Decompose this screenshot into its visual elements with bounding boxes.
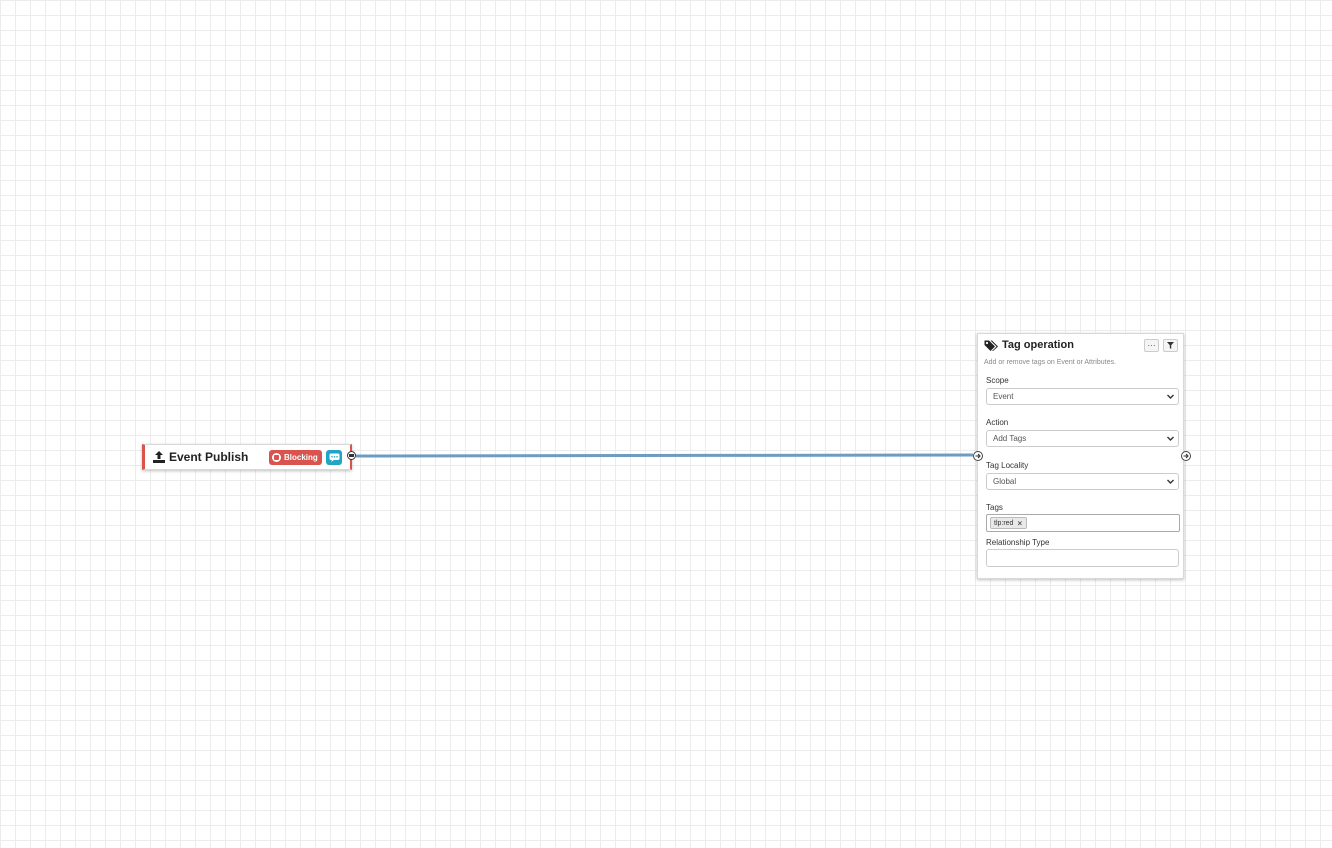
tags-icon <box>984 340 998 351</box>
tag-locality-value: Global <box>993 477 1017 486</box>
tag-chip: tlp:red × <box>990 517 1028 529</box>
tag-chip-label: tlp:red <box>994 519 1014 527</box>
node-tag-operation[interactable]: Tag operation ··· Add or remove tags on … <box>977 333 1184 579</box>
tags-input[interactable]: tlp:red × <box>986 514 1180 532</box>
chevron-down-icon <box>1167 394 1174 399</box>
tag-locality-select[interactable]: Global <box>986 473 1179 490</box>
output-port[interactable] <box>1181 451 1191 461</box>
filter-icon <box>1167 342 1174 349</box>
relationship-type-input[interactable] <box>986 549 1179 567</box>
scope-label: Scope <box>986 376 1009 385</box>
relationship-type-label: Relationship Type <box>986 538 1050 547</box>
action-label: Action <box>986 418 1009 427</box>
tags-label: Tags <box>986 503 1003 512</box>
action-select[interactable]: Add Tags <box>986 430 1179 447</box>
node-event-publish[interactable]: Event Publish Blocking <box>142 444 352 470</box>
more-button[interactable]: ··· <box>1144 339 1159 352</box>
stop-icon <box>272 453 281 462</box>
arrow-right-icon <box>975 453 981 459</box>
comments-icon <box>329 453 339 462</box>
filter-button[interactable] <box>1163 339 1178 352</box>
node-description: Add or remove tags on Event or Attribute… <box>984 359 1116 366</box>
remove-tag-icon[interactable]: × <box>1017 518 1023 528</box>
chevron-down-icon <box>1167 436 1174 441</box>
tag-locality-label: Tag Locality <box>986 461 1029 470</box>
blocking-badge: Blocking <box>269 450 322 465</box>
node-title: Event Publish <box>169 450 249 464</box>
arrow-right-icon <box>1183 453 1189 459</box>
upload-icon <box>153 451 165 463</box>
scope-select[interactable]: Event <box>986 388 1179 405</box>
blocking-label: Blocking <box>284 453 318 462</box>
action-value: Add Tags <box>993 434 1027 443</box>
node-title: Tag operation <box>1002 339 1074 351</box>
output-port[interactable] <box>347 451 356 460</box>
chevron-down-icon <box>1167 479 1174 484</box>
input-port[interactable] <box>973 451 983 461</box>
node-info-button[interactable] <box>326 450 342 465</box>
scope-value: Event <box>993 392 1014 401</box>
